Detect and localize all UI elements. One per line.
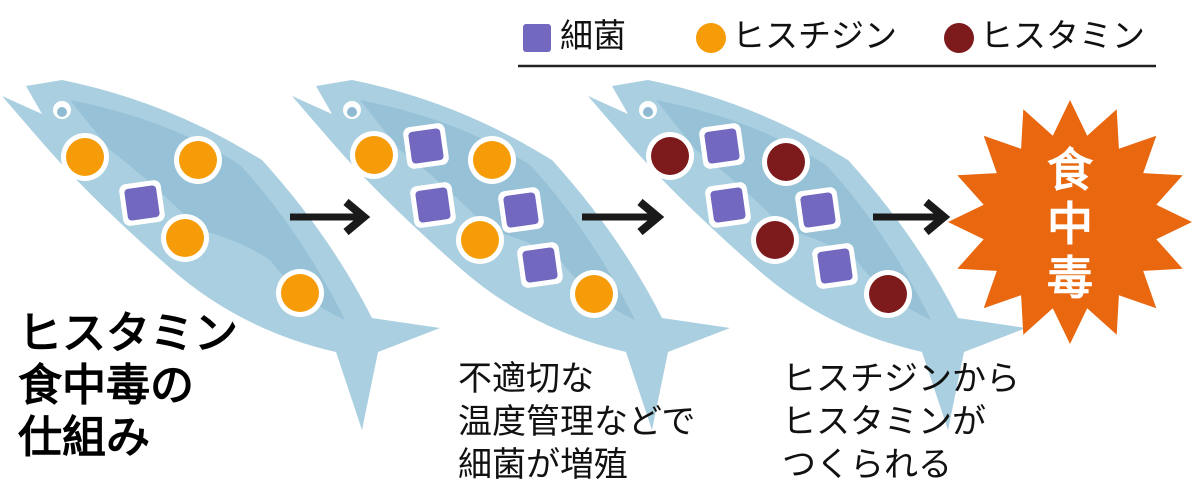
title-line: ヒスタミン bbox=[18, 308, 238, 359]
caption-line: つくられる bbox=[782, 445, 952, 485]
food-poisoning-label: 食 中 毒 bbox=[1045, 143, 1095, 305]
legend-label-histamine: ヒスタミン bbox=[980, 16, 1145, 55]
arrow-icon bbox=[290, 198, 371, 236]
result-char: 中 bbox=[1047, 197, 1093, 251]
fish-2 bbox=[292, 80, 730, 430]
caption-line: ヒスチジンから bbox=[782, 359, 1020, 399]
diagram-title: ヒスタミン 食中毒の 仕組み bbox=[18, 308, 238, 464]
histidine-marker bbox=[166, 219, 204, 257]
caption-line: 不適切な bbox=[458, 359, 594, 399]
caption-line: ヒスタミンが bbox=[782, 402, 986, 442]
histidine-marker bbox=[179, 141, 217, 179]
title-line: 食中毒の bbox=[18, 360, 194, 411]
arrow-icon bbox=[873, 198, 951, 236]
bacteria-marker bbox=[415, 187, 451, 223]
histidine-marker bbox=[66, 138, 104, 176]
result-char: 毒 bbox=[1047, 251, 1093, 305]
caption-line: 温度管理などで bbox=[458, 402, 696, 442]
bacteria-marker bbox=[408, 128, 444, 164]
caption-line: 細菌が増殖 bbox=[458, 445, 628, 485]
arrow-head bbox=[343, 198, 371, 236]
starburst-icon bbox=[948, 100, 1192, 344]
bacteria-marker bbox=[503, 192, 539, 228]
bacteria-marker bbox=[800, 192, 836, 228]
arrow-icon bbox=[582, 198, 665, 236]
histamine-marker bbox=[767, 143, 805, 181]
histidine-marker bbox=[473, 141, 511, 179]
fish-stripe bbox=[70, 100, 345, 320]
fish-body bbox=[588, 80, 1026, 430]
legend-histidine-icon bbox=[696, 23, 726, 53]
fish-body bbox=[292, 80, 730, 430]
fish-body bbox=[2, 80, 440, 430]
histamine-marker bbox=[756, 221, 794, 259]
bacteria-marker bbox=[710, 187, 746, 223]
bacteria-marker bbox=[124, 185, 160, 221]
histidine-marker bbox=[461, 221, 499, 259]
fish-pupil bbox=[347, 107, 357, 117]
bacteria-marker bbox=[522, 247, 558, 283]
legend-label-histidine: ヒスチジン bbox=[732, 16, 897, 55]
histamine-marker bbox=[869, 275, 907, 313]
bacteria-marker bbox=[817, 248, 853, 284]
legend-label-bacteria: 細菌 bbox=[560, 16, 626, 55]
fish-pupil bbox=[57, 107, 67, 117]
title-line: 仕組み bbox=[18, 412, 150, 463]
caption-stage-3: ヒスチジンから ヒスタミンが つくられる bbox=[782, 358, 1020, 487]
fish-3 bbox=[588, 80, 1026, 430]
legend-bacteria-icon bbox=[523, 24, 551, 52]
caption-stage-2: 不適切な 温度管理などで 細菌が増殖 bbox=[458, 358, 695, 487]
legend-histamine-icon bbox=[944, 23, 974, 53]
fish-1 bbox=[2, 80, 440, 430]
histidine-marker bbox=[575, 275, 613, 313]
histidine-marker bbox=[355, 136, 393, 174]
arrow-head bbox=[637, 198, 665, 236]
fish-pupil bbox=[643, 107, 653, 117]
histidine-marker bbox=[281, 274, 319, 312]
arrow-head bbox=[923, 198, 951, 236]
bacteria-marker bbox=[704, 128, 740, 164]
histamine-marker bbox=[651, 137, 689, 175]
result-char: 食 bbox=[1047, 143, 1093, 197]
